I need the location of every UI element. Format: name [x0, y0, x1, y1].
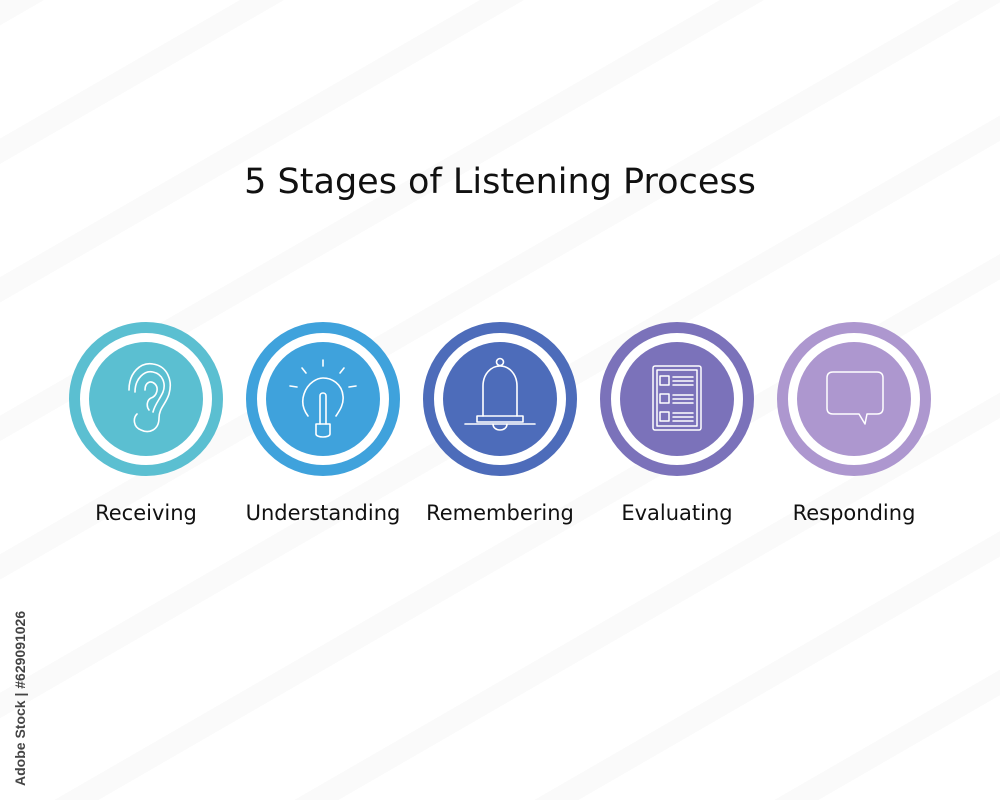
stage-disc	[797, 342, 911, 456]
stage-label: Receiving	[95, 501, 197, 525]
stage-disc	[620, 342, 734, 456]
speech-bubble-icon	[826, 371, 884, 425]
checklist-icon	[652, 365, 702, 431]
stage-evaluating: Evaluating	[587, 322, 767, 532]
stock-credit-text: Adobe Stock | #629091026	[12, 610, 28, 786]
stage-label: Understanding	[245, 501, 401, 525]
lightbulb-icon	[289, 359, 357, 438]
ear-icon	[128, 363, 171, 433]
stage-label: Remembering	[426, 501, 574, 525]
page-title: 5 Stages of Listening Process	[244, 162, 756, 202]
bell-icon	[464, 357, 536, 431]
stage-receiving: Receiving	[56, 322, 236, 532]
stage-disc	[443, 342, 557, 456]
stage-label: Responding	[792, 501, 916, 525]
stage-disc	[89, 342, 203, 456]
stock-credit: Adobe Stock | #629091026	[8, 560, 36, 790]
stage-disc	[266, 342, 380, 456]
stage-label: Evaluating	[621, 501, 733, 525]
stage-understanding: Understanding	[233, 322, 413, 532]
stage-remembering: Remembering	[410, 322, 590, 532]
stage-responding: Responding	[764, 322, 944, 532]
